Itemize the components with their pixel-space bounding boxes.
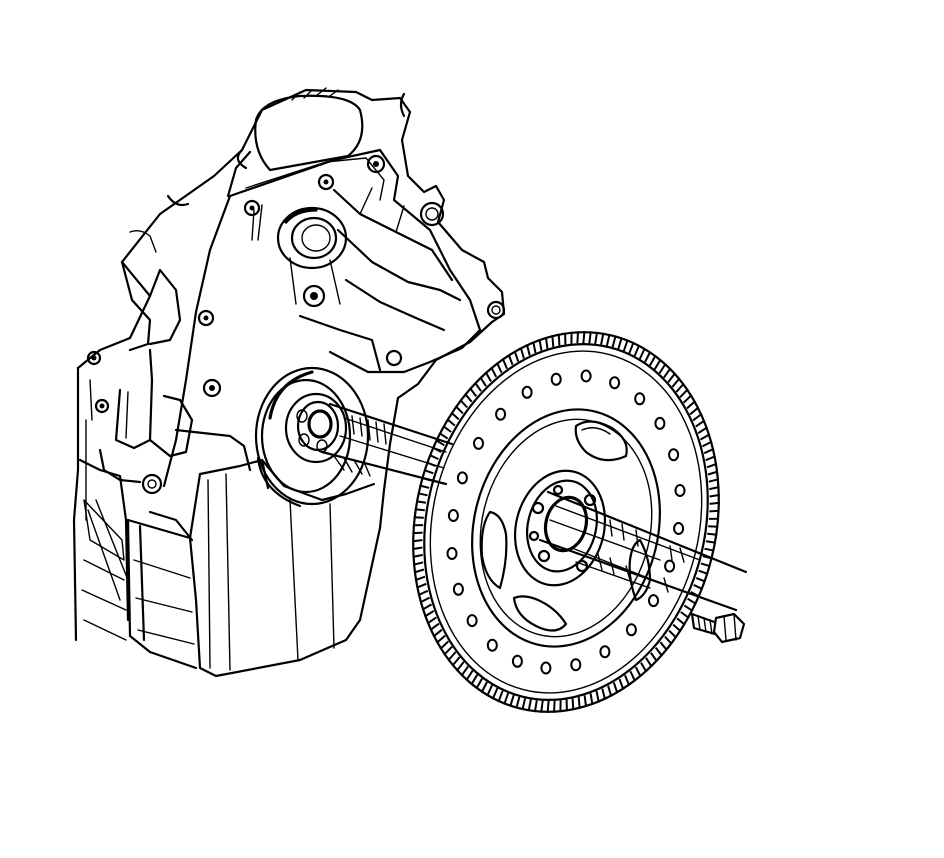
flywheel-bolt-hole xyxy=(634,392,646,406)
flywheel-bolt-hole xyxy=(550,372,562,386)
flywheel-bolt-hole xyxy=(466,614,478,628)
flywheel-bolt-hole xyxy=(599,645,611,659)
flywheel-bolt-hole xyxy=(609,376,621,390)
flywheel-bolt-hole xyxy=(473,436,484,450)
flywheel-bolt-hole xyxy=(654,416,666,430)
flywheel-bolt-hole xyxy=(521,385,533,399)
crankshaft-rear-flange xyxy=(284,392,348,464)
flywheel-bolt-hole xyxy=(664,559,676,573)
flywheel-bolt-hole xyxy=(456,471,468,485)
alignment-lines xyxy=(320,402,748,612)
flywheel-bolt-hole xyxy=(668,448,680,462)
flywheel-bolt-hole xyxy=(452,582,464,596)
engine-block xyxy=(72,87,506,678)
flywheel-bolt-holes xyxy=(446,369,686,675)
flywheel-bolt-hole xyxy=(648,594,659,608)
flywheel-bolt-hole xyxy=(447,509,459,522)
flywheel-bolt-hole xyxy=(673,522,685,535)
flywheel-bolt-hole xyxy=(674,484,686,497)
flywheel-bolt-hole xyxy=(511,654,523,668)
flywheel-bolt-hole xyxy=(446,547,458,560)
flywheel-bolt-hole xyxy=(486,638,498,652)
flywheel-bolt-hole xyxy=(495,407,507,421)
flywheel-bolt xyxy=(690,612,746,644)
flywheel-bolt-hole xyxy=(540,661,552,675)
flywheel-bolt-hole xyxy=(580,369,592,383)
flywheel-bolt-hole xyxy=(625,623,637,637)
flywheel-bolt-hole xyxy=(570,658,582,672)
